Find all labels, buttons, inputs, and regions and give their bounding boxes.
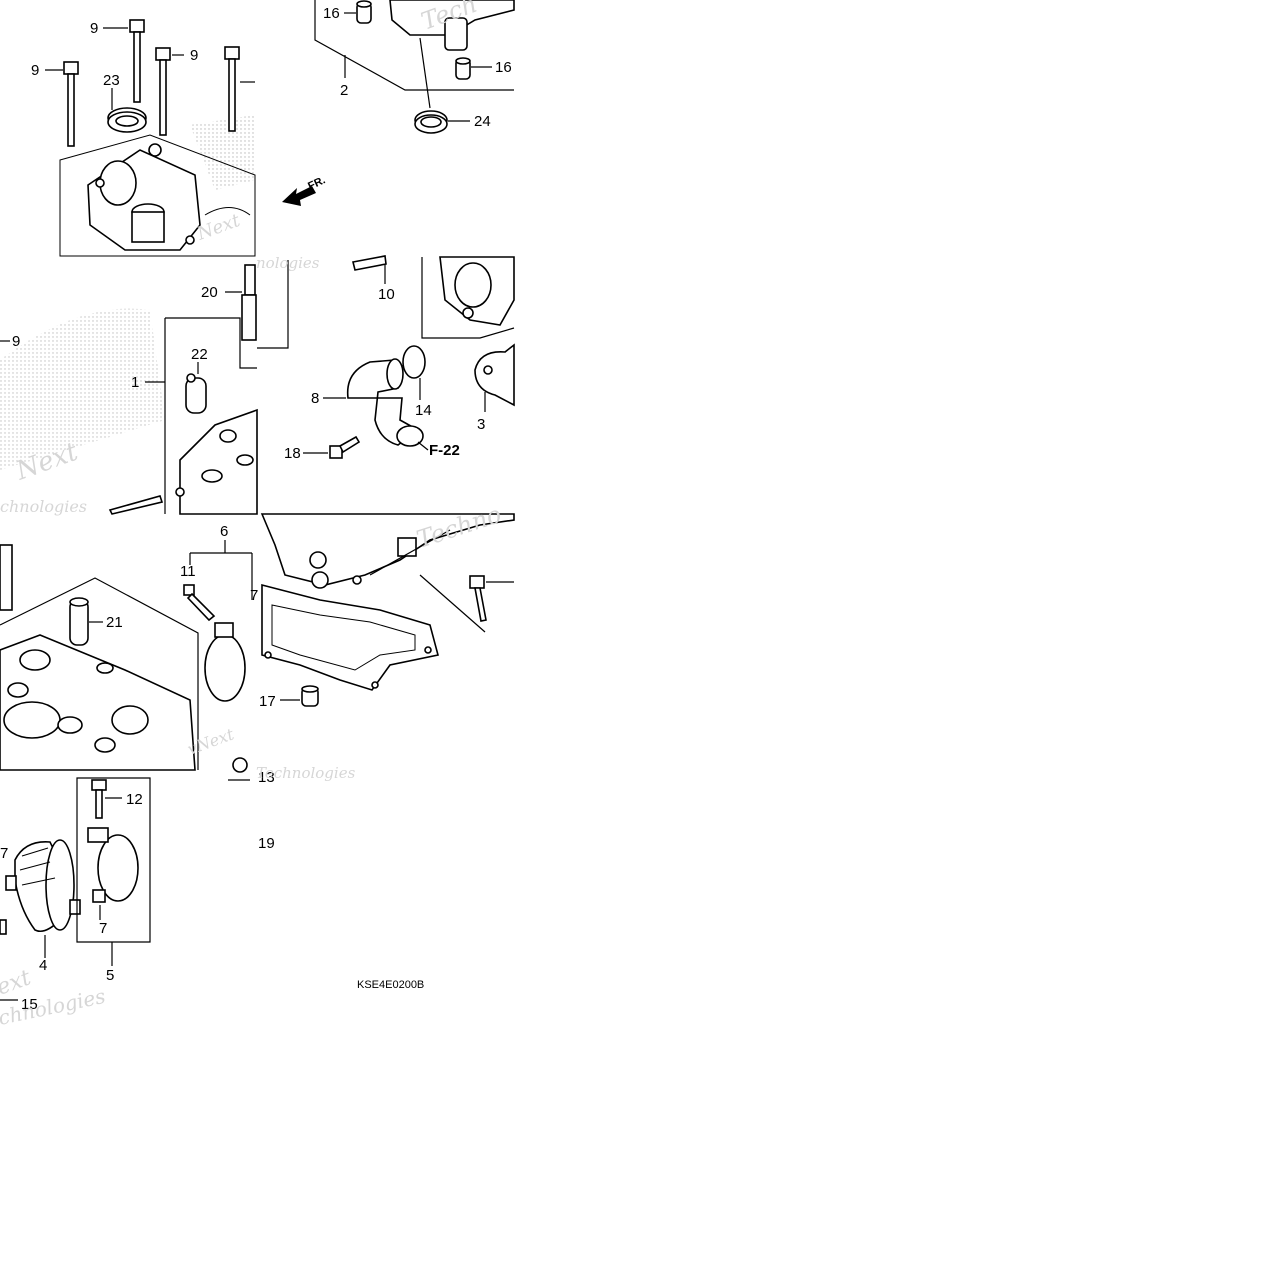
tile-middle-right: 10 8 14 3 18 F-22 xyxy=(284,255,515,462)
watermark-text: chnologies xyxy=(0,497,87,516)
callout-6: 6 xyxy=(220,523,228,540)
cylinder-head-cover xyxy=(0,634,196,771)
callout-14: 14 xyxy=(415,402,432,419)
callout-20: 20 xyxy=(201,284,218,301)
callout-9: 9 xyxy=(190,47,198,64)
dowel-pin-17 xyxy=(301,685,319,707)
clamp-band-5 xyxy=(87,827,139,903)
bolt-9-b xyxy=(129,19,145,103)
front-direction-arrow: FR. xyxy=(282,174,327,206)
callout-13: 13 xyxy=(258,769,275,786)
watermark-text: Technologies xyxy=(256,764,356,782)
callout-24: 24 xyxy=(474,113,491,130)
callout-3: 3 xyxy=(477,416,485,433)
callout-16: 16 xyxy=(323,5,340,22)
diagram-code: KSE4E0200B xyxy=(357,979,424,991)
cylinder-head-upper xyxy=(59,134,256,257)
bolt-9-d xyxy=(224,46,240,132)
spark-plug-partial xyxy=(0,544,13,611)
watermark-text: nologies xyxy=(256,254,320,272)
tile-lower-right: 7 17 xyxy=(250,513,515,710)
valve-guide-22 xyxy=(185,373,207,414)
callout-4: 4 xyxy=(39,957,47,974)
bolt-18 xyxy=(329,435,361,459)
tile-middle-left: 20 9 22 1 xyxy=(0,260,289,515)
gasket-3 xyxy=(474,343,515,407)
callout-18: 18 xyxy=(284,445,301,462)
insulator-4 xyxy=(0,839,81,935)
clamp-band-6 xyxy=(204,622,246,702)
callout-9: 9 xyxy=(12,333,20,350)
stud-bolt xyxy=(108,495,164,515)
callout-11: 11 xyxy=(180,563,196,580)
callout-9: 9 xyxy=(31,62,39,79)
spark-plug-20 xyxy=(241,264,257,341)
callout-7: 7 xyxy=(99,920,107,937)
callout-7: 7 xyxy=(0,845,8,862)
callout-19: 19 xyxy=(258,835,275,852)
callout-10: 10 xyxy=(378,286,395,303)
reference-F-22: F-22 xyxy=(429,442,460,459)
seal-23 xyxy=(107,107,147,133)
callout-21: 21 xyxy=(106,614,123,631)
callout-2: 2 xyxy=(340,82,348,99)
water-pipe-8 xyxy=(346,358,424,447)
callout-17: 17 xyxy=(259,693,276,710)
tile-lower-left: 6 11 21 xyxy=(0,523,253,771)
watermark-text: Techno xyxy=(413,500,505,554)
seal-ring-24 xyxy=(414,110,448,134)
callout-15: 15 xyxy=(21,996,38,1013)
tile-top-right: 16 16 2 24 xyxy=(314,0,515,134)
tile-bottom-left: 12 7 7 4 5 15 xyxy=(0,757,250,1013)
dowel-pin-16-b xyxy=(455,57,471,80)
callout-8: 8 xyxy=(311,390,319,407)
dowel-pin-16-a xyxy=(356,0,372,24)
cylinder-head-lower xyxy=(175,408,258,515)
bolt-12 xyxy=(91,779,107,819)
bolt-13-right xyxy=(469,575,487,622)
watermark-text: Next xyxy=(194,210,244,245)
callout-22: 22 xyxy=(191,346,208,363)
bolt-9-c xyxy=(155,47,171,136)
valve-guide-21 xyxy=(69,597,89,646)
cylinder-gasket xyxy=(261,583,439,691)
callout-9: 9 xyxy=(90,20,98,37)
callout-7: 7 xyxy=(250,587,258,604)
front-label: FR. xyxy=(306,174,327,192)
bolt-11 xyxy=(183,584,216,622)
tile-top-left: FR. 9 9 9 23 xyxy=(31,19,327,257)
stud-bolt-10 xyxy=(352,255,387,271)
bolt-9-a xyxy=(63,61,79,147)
thermostat-housing xyxy=(421,256,515,339)
callout-1: 1 xyxy=(131,374,139,391)
callout-23: 23 xyxy=(103,72,120,89)
o-ring-14 xyxy=(402,345,426,379)
callout-16: 16 xyxy=(495,59,512,76)
tile-bottom-right: 13 19 KSE4E0200B xyxy=(258,769,424,991)
cylinder-upper xyxy=(389,0,515,51)
callout-12: 12 xyxy=(126,791,143,808)
callout-5: 5 xyxy=(106,967,114,984)
